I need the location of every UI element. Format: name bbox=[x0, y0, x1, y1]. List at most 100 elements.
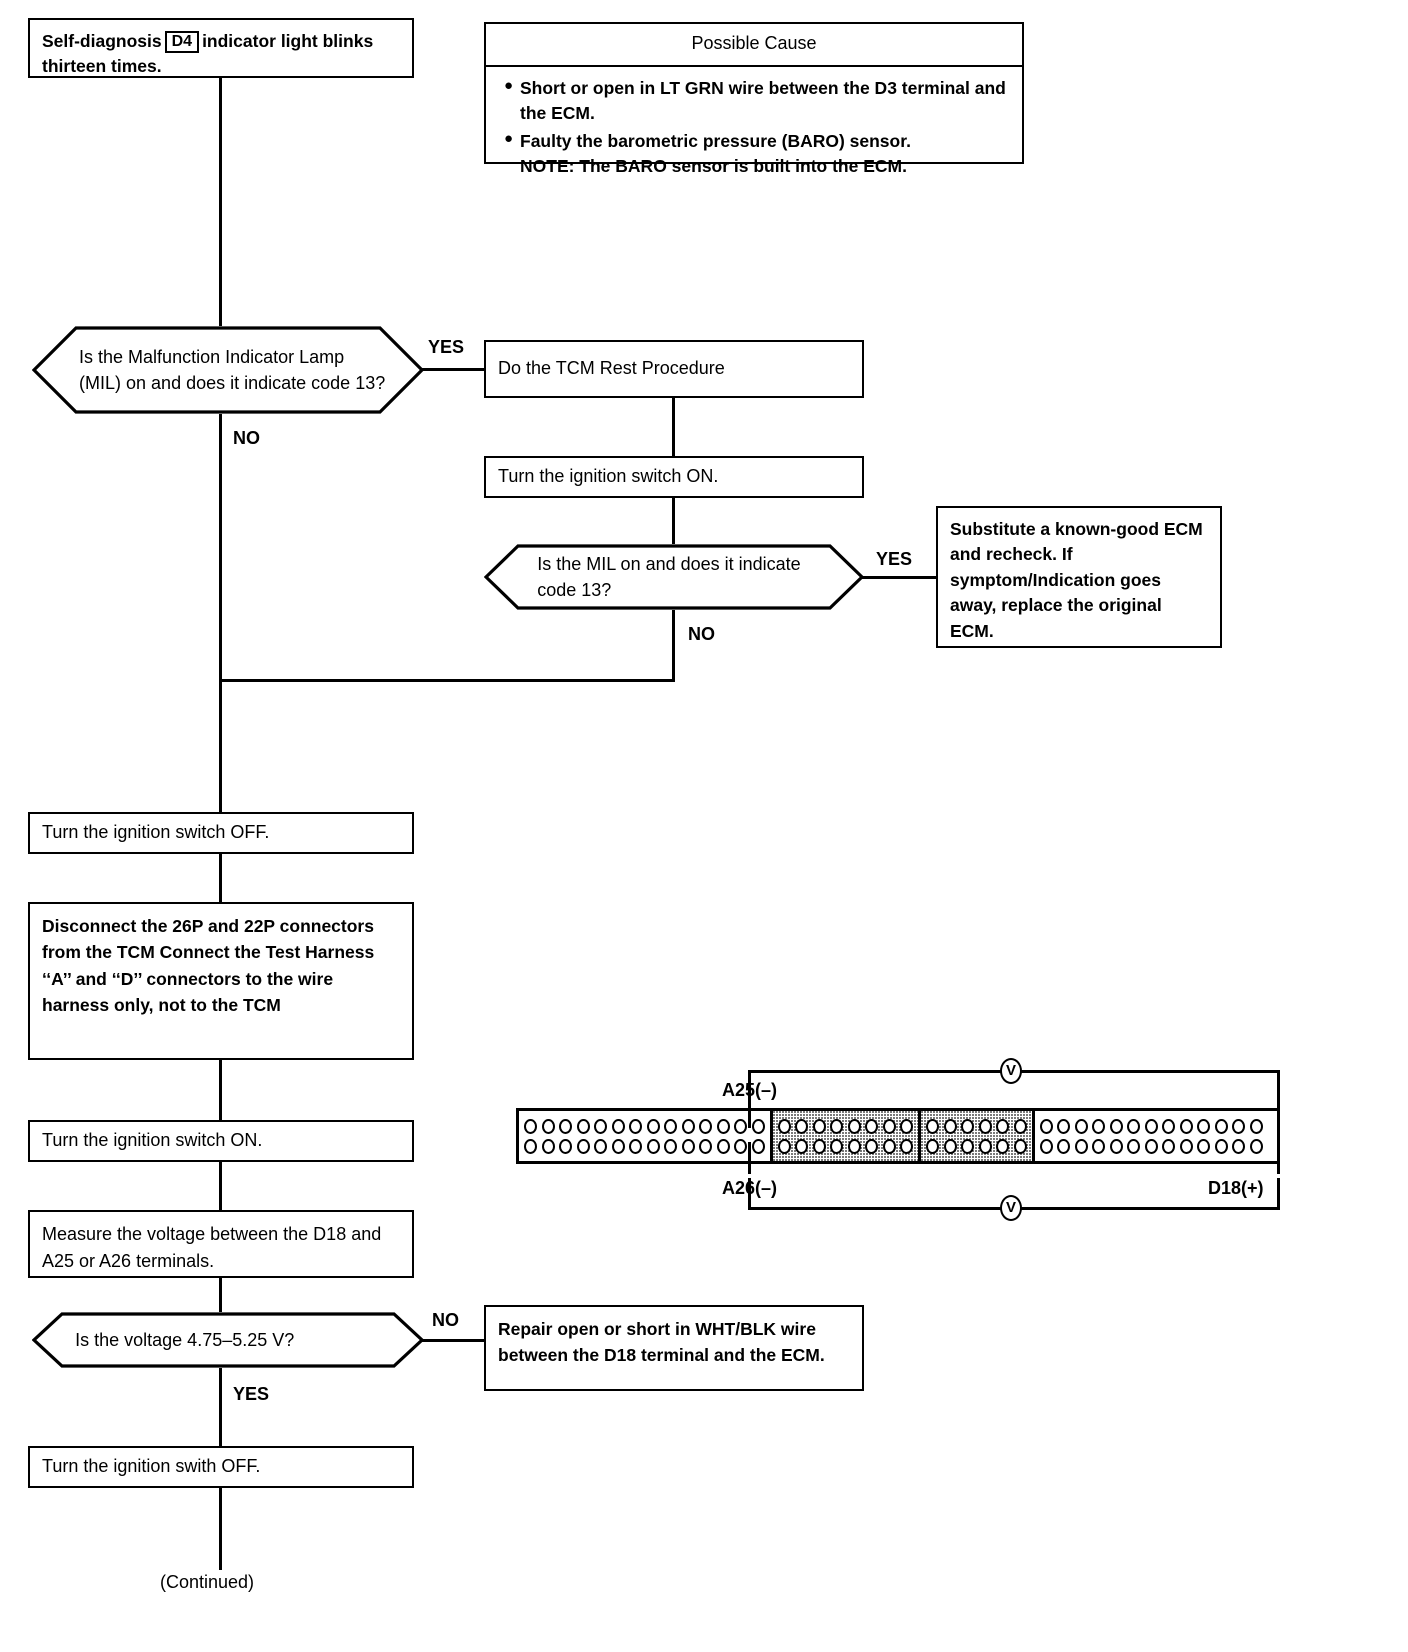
pin bbox=[1144, 1118, 1158, 1134]
decision-mil-2-text: Is the MIL on and does it indicate code … bbox=[537, 553, 801, 600]
pin bbox=[524, 1118, 537, 1134]
pin bbox=[926, 1138, 939, 1154]
pin bbox=[664, 1138, 677, 1154]
pin bbox=[882, 1138, 896, 1154]
connector-line bbox=[672, 610, 675, 682]
pin bbox=[795, 1118, 808, 1134]
pin bbox=[961, 1138, 974, 1154]
connector-segment-d bbox=[1035, 1111, 1268, 1161]
probe-lead-d18-bottom bbox=[1277, 1142, 1280, 1174]
pin bbox=[681, 1118, 695, 1134]
possible-cause-list: ● Short or open in LT GRN wire between t… bbox=[486, 66, 1022, 182]
pin bbox=[1013, 1118, 1027, 1134]
hexagon-shape bbox=[32, 1312, 424, 1368]
voltmeter-icon-bottom: V bbox=[1000, 1195, 1022, 1221]
pin bbox=[681, 1138, 695, 1154]
pin bbox=[629, 1138, 642, 1154]
branch-label-yes: YES bbox=[876, 549, 913, 569]
pin bbox=[1013, 1138, 1027, 1154]
possible-cause-title: Possible Cause bbox=[486, 24, 1022, 67]
tcm-reset-text: Do the TCM Rest Procedure bbox=[498, 358, 725, 379]
connector-segment-c bbox=[921, 1111, 1035, 1161]
pin bbox=[777, 1138, 791, 1154]
connector-line bbox=[219, 1488, 222, 1570]
branch-label-yes: YES bbox=[428, 337, 465, 357]
cause-item-text: Short or open in LT GRN wire between the… bbox=[520, 78, 1006, 124]
measure-voltage-text: Measure the voltage between the D18 and … bbox=[42, 1224, 382, 1271]
connector-segment-a bbox=[519, 1111, 773, 1161]
pin bbox=[926, 1118, 939, 1134]
terminal-label-a25: A25(–) bbox=[722, 1080, 778, 1100]
pin bbox=[1214, 1118, 1228, 1134]
voltmeter-icon-top: V bbox=[1000, 1058, 1022, 1084]
pin bbox=[1039, 1118, 1053, 1134]
ignition-on-box-1: Turn the ignition switch ON. bbox=[484, 456, 864, 498]
connector-line bbox=[219, 1278, 222, 1312]
connector-line bbox=[219, 1060, 222, 1120]
pin bbox=[646, 1118, 660, 1134]
pin bbox=[978, 1138, 992, 1154]
hexagon-shape bbox=[484, 544, 864, 610]
ignition-off-text-1: Turn the ignition switch OFF. bbox=[42, 822, 270, 843]
connector-pin-diagram bbox=[516, 1108, 1280, 1164]
pin bbox=[847, 1138, 861, 1154]
possible-cause-box: Possible Cause ● Short or open in LT GRN… bbox=[484, 22, 1024, 176]
connector-line bbox=[422, 368, 484, 371]
cause-note: NOTE: The BARO sensor is built into the … bbox=[520, 156, 907, 177]
terminal-label-d18: D18(+) bbox=[1208, 1178, 1264, 1198]
probe-lead-a26 bbox=[748, 1142, 751, 1174]
disconnect-connectors-box: Disconnect the 26P and 22P connectors fr… bbox=[28, 902, 414, 1060]
meter-lead-left-top bbox=[748, 1070, 751, 1110]
pin bbox=[1197, 1118, 1210, 1134]
pin bbox=[541, 1118, 555, 1134]
pin bbox=[996, 1118, 1009, 1134]
connector-line bbox=[219, 1368, 222, 1446]
pin bbox=[594, 1118, 607, 1134]
pin bbox=[699, 1138, 712, 1154]
pin bbox=[961, 1118, 974, 1134]
branch-label-no: NO bbox=[688, 624, 715, 644]
connector-segment-b bbox=[772, 1111, 921, 1161]
pin bbox=[1074, 1118, 1088, 1134]
pin bbox=[734, 1138, 747, 1154]
pin bbox=[1214, 1138, 1228, 1154]
connector-line bbox=[422, 1339, 484, 1342]
pin-row-bottom bbox=[1039, 1137, 1263, 1155]
pin bbox=[611, 1138, 625, 1154]
bullet-icon: ● bbox=[504, 129, 514, 147]
pin bbox=[1039, 1138, 1053, 1154]
pin-row-top bbox=[1039, 1117, 1263, 1135]
start-box-text-before: Self-diagnosis bbox=[42, 31, 162, 51]
pin bbox=[830, 1138, 843, 1154]
pin bbox=[900, 1118, 913, 1134]
pin bbox=[830, 1118, 843, 1134]
pin bbox=[594, 1138, 607, 1154]
pin bbox=[576, 1138, 590, 1154]
pin bbox=[611, 1118, 625, 1134]
decision-mil: Is the Malfunction Indicator Lamp (MIL) … bbox=[32, 326, 424, 414]
pin bbox=[559, 1138, 572, 1154]
pin bbox=[1232, 1118, 1245, 1134]
ignition-on-text-2: Turn the ignition switch ON. bbox=[42, 1130, 263, 1151]
pin-row-top bbox=[777, 1117, 913, 1135]
connector-line bbox=[672, 498, 675, 544]
pin bbox=[541, 1138, 555, 1154]
ignition-on-box-2: Turn the ignition switch ON. bbox=[28, 1120, 414, 1162]
pin bbox=[900, 1138, 913, 1154]
pin-row-top bbox=[926, 1117, 1027, 1135]
pin bbox=[943, 1138, 957, 1154]
ignition-off-text-2: Turn the ignition swith OFF. bbox=[42, 1456, 261, 1477]
ignition-off-box-1: Turn the ignition switch OFF. bbox=[28, 812, 414, 854]
meter-lead-right-bottom bbox=[1277, 1178, 1280, 1210]
pin bbox=[865, 1118, 878, 1134]
pin bbox=[1179, 1118, 1193, 1134]
voltmeter-label-top: V bbox=[1005, 1062, 1016, 1079]
pin bbox=[1057, 1138, 1070, 1154]
d4-chip-label: D4 bbox=[171, 33, 193, 50]
tcm-reset-box: Do the TCM Rest Procedure bbox=[484, 340, 864, 398]
pin-row-bottom bbox=[926, 1137, 1027, 1155]
repair-wire-text: Repair open or short in WHT/BLK wire bet… bbox=[498, 1319, 825, 1366]
pin bbox=[777, 1118, 791, 1134]
